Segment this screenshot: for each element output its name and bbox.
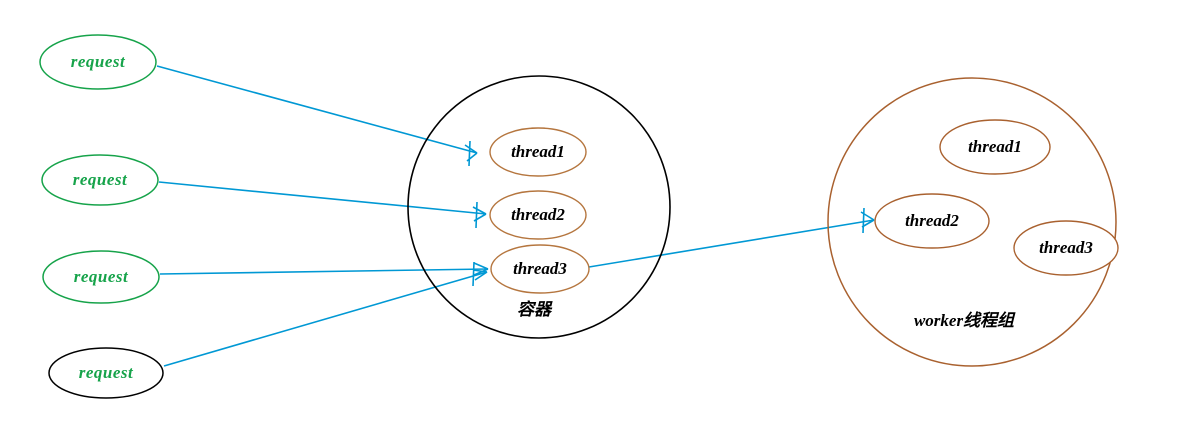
arrow-request1-to-thread1 [156, 65, 478, 167]
container-thread-2-shape[interactable] [489, 190, 587, 240]
worker-thread-1-label: thread1 [968, 137, 1022, 156]
container-thread-1[interactable]: thread1 [489, 127, 587, 177]
request-node-2[interactable]: request [41, 154, 159, 206]
container-thread-1-shape[interactable] [489, 127, 587, 177]
worker-thread-2[interactable]: thread2 [874, 193, 990, 249]
request-node-4[interactable]: request [48, 347, 164, 399]
container-thread-1-label: thread1 [511, 142, 565, 161]
container-thread-3[interactable]: thread3 [490, 244, 590, 294]
request-4-label: request [79, 363, 134, 382]
arrow-thread3-to-worker-thread2 [588, 207, 875, 268]
request-1-label: request [71, 52, 126, 71]
request-4-shape[interactable] [48, 347, 164, 399]
container-boundary[interactable] [407, 75, 671, 339]
container-caption: 容器 [517, 300, 553, 319]
request-node-3[interactable]: request [42, 250, 160, 304]
worker-thread-1-shape[interactable] [939, 119, 1051, 175]
request-3-label: request [74, 267, 129, 286]
worker-thread-3-label: thread3 [1039, 238, 1093, 257]
worker-group-boundary[interactable] [827, 77, 1117, 367]
request-3-shape[interactable] [42, 250, 160, 304]
arrow-request2-to-thread2 [158, 181, 487, 229]
container-thread-3-label: thread3 [513, 259, 567, 278]
request-node-1[interactable]: request [39, 34, 157, 90]
worker-thread-2-shape[interactable] [874, 193, 990, 249]
arrow-request4-to-thread3 [163, 261, 488, 367]
worker-thread-3-shape[interactable] [1013, 220, 1119, 276]
worker-thread-3[interactable]: thread3 [1013, 220, 1119, 276]
request-2-shape[interactable] [41, 154, 159, 206]
container-thread-3-shape[interactable] [490, 244, 590, 294]
request-1-shape[interactable] [39, 34, 157, 90]
worker-thread-2-label: thread2 [905, 211, 959, 230]
container-thread-2[interactable]: thread2 [489, 190, 587, 240]
container-thread-2-label: thread2 [511, 205, 565, 224]
arrow-request3-to-thread3 [159, 262, 489, 276]
container-group[interactable]: thread1 thread2 thread3 容器 [407, 75, 671, 339]
worker-group-caption: worker线程组 [914, 311, 1016, 330]
worker-thread-1[interactable]: thread1 [939, 119, 1051, 175]
arrow-layer [156, 65, 875, 367]
request-nodes: request request request request [39, 34, 164, 399]
worker-group[interactable]: thread1 thread2 thread3 worker线程组 [827, 77, 1119, 367]
request-2-label: request [73, 170, 128, 189]
